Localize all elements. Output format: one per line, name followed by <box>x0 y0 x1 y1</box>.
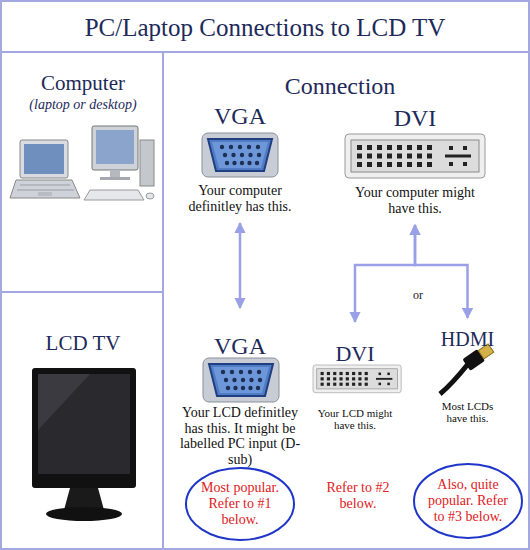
connector-arrow <box>415 225 468 318</box>
note-text: Refer to #2 below. <box>318 480 398 511</box>
port-box: HDMIMost LCDs have this. <box>425 318 510 418</box>
port-box: VGA Your LCD definitley has this. It migh… <box>170 308 310 478</box>
title-rule <box>0 51 530 53</box>
port-heading: VGA <box>166 103 314 130</box>
column-rule <box>162 52 164 550</box>
panel-rule <box>0 291 163 293</box>
panel-subheading: (laptop or desktop) <box>6 97 160 113</box>
vga-port <box>203 358 279 402</box>
note-text: Most popular. Refer to #1 below. <box>196 480 284 527</box>
ellipse-outline <box>414 464 522 538</box>
callout-ellipse: Also, quite popular. Refer to #3 below. <box>412 462 524 540</box>
callout-ellipse: Most popular. Refer to #1 below. <box>184 466 296 542</box>
diagram-title: PC/Laptop Connections to LCD TV <box>0 14 530 42</box>
port-heading: DVI <box>340 105 490 132</box>
dvi-port <box>313 365 401 393</box>
laptop-illustration <box>10 140 80 198</box>
tv-illustration <box>32 368 136 521</box>
note-text: Also, quite popular. Refer to #3 below. <box>422 477 514 524</box>
port-heading: DVI <box>305 342 405 367</box>
connector-arrow <box>239 223 242 308</box>
port-caption: Your LCD definitley has this. It might b… <box>173 405 307 468</box>
ellipse-outline <box>186 468 294 540</box>
connector-arrow <box>355 225 415 322</box>
vga-port <box>202 133 278 177</box>
port-heading: HDMI <box>425 328 510 350</box>
panel-heading: LCD TV <box>6 332 160 356</box>
dvi-port <box>345 134 485 178</box>
port-caption: Your computer might have this. <box>349 185 481 216</box>
port-box: DVIYour LCD might have this. <box>305 322 405 428</box>
port-heading: VGA <box>170 333 310 360</box>
panel-heading: Computer <box>6 72 160 96</box>
branch-label: or <box>398 289 438 302</box>
port-box: VGA Your computer definitley has this. <box>166 103 314 223</box>
section-heading: Connection <box>250 73 430 100</box>
port-caption: Most LCDs have this. <box>437 400 499 425</box>
port-box: DVI Your computer might have this. <box>340 105 490 225</box>
port-caption: Your computer definitley has this. <box>174 183 306 214</box>
port-caption: Your LCD might have this. <box>317 407 393 432</box>
desktop-illustration <box>84 126 154 200</box>
